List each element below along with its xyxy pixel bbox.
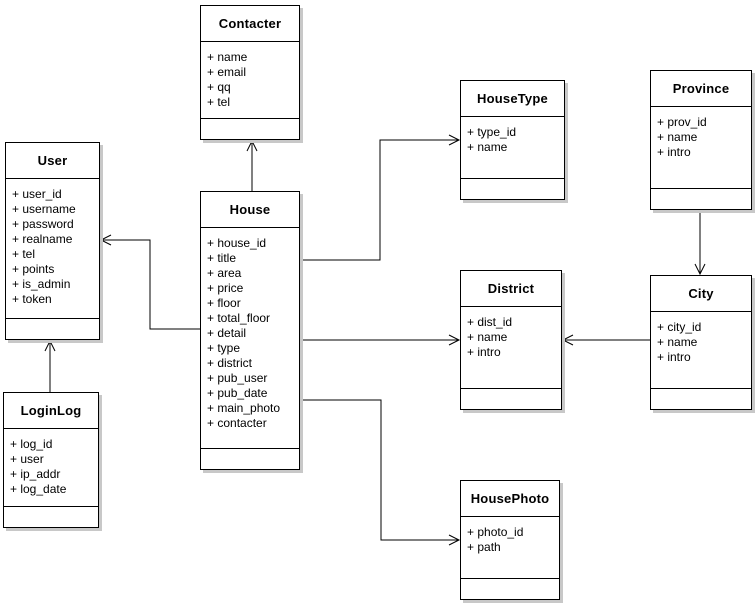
class-attribute: + tel — [12, 247, 36, 261]
attributes-compartment: + type_id+ name — [461, 117, 564, 178]
class-attribute: + contacter — [207, 416, 267, 430]
class-attribute: + floor — [207, 296, 241, 310]
operations-compartment-empty — [4, 506, 98, 527]
operations-compartment-empty — [201, 118, 299, 139]
class-name-housephoto: HousePhoto — [461, 481, 559, 517]
class-name-contacter: Contacter — [201, 6, 299, 42]
class-attribute: + ip_addr — [10, 467, 61, 481]
class-box-contacter: Contacter+ name+ email+ qq+ tel — [200, 5, 300, 140]
attributes-compartment: + user_id+ username+ password+ realname+… — [6, 179, 99, 318]
operations-compartment-empty — [651, 388, 751, 409]
class-attribute: + total_floor — [207, 311, 271, 325]
class-attribute: + name — [657, 335, 698, 349]
class-attribute: + pub_date — [207, 386, 268, 400]
attributes-compartment: + city_id+ name+ intro — [651, 312, 751, 388]
class-attribute: + email — [207, 65, 247, 79]
class-name-province: Province — [651, 71, 751, 107]
class-attribute: + points — [12, 262, 55, 276]
class-attribute: + log_id — [10, 437, 53, 451]
class-attribute: + dist_id — [467, 315, 513, 329]
class-attribute: + log_date — [10, 482, 67, 496]
class-attribute: + main_photo — [207, 401, 281, 415]
class-attribute: + intro — [657, 350, 691, 364]
association-house-to-housephoto — [300, 399, 461, 546]
class-attribute: + user — [10, 452, 44, 466]
class-attribute: + house_id — [207, 236, 267, 250]
class-attribute: + name — [467, 140, 508, 154]
class-attribute: + photo_id — [467, 525, 524, 539]
class-attribute: + tel — [207, 95, 231, 109]
attributes-compartment: + log_id+ user+ ip_addr+ log_date — [4, 429, 98, 506]
class-attribute: + intro — [467, 345, 501, 359]
class-attribute: + name — [467, 330, 508, 344]
class-name-housetype: HouseType — [461, 81, 564, 117]
class-attribute: + is_admin — [12, 277, 71, 291]
association-house-to-housetype — [300, 134, 461, 261]
class-attribute: + prov_id — [657, 115, 707, 129]
operations-compartment-empty — [461, 578, 559, 599]
operations-compartment-empty — [461, 178, 564, 199]
operations-compartment-empty — [461, 388, 561, 409]
class-box-province: Province+ prov_id+ name+ intro — [650, 70, 752, 210]
class-box-house: House+ house_id+ title+ area+ price+ flo… — [200, 191, 300, 470]
class-box-loginlog: LoginLog+ log_id+ user+ ip_addr+ log_dat… — [3, 392, 99, 528]
class-attribute: + qq — [207, 80, 231, 94]
class-name-house: House — [201, 192, 299, 228]
class-attribute: + password — [12, 217, 74, 231]
operations-compartment-empty — [201, 448, 299, 469]
class-attribute: + username — [12, 202, 76, 216]
class-attribute: + type — [207, 341, 241, 355]
operations-compartment-empty — [6, 318, 99, 339]
class-attribute: + token — [12, 292, 52, 306]
attributes-compartment: + house_id+ title+ area+ price+ floor+ t… — [201, 228, 299, 448]
class-name-user: User — [6, 143, 99, 179]
class-attribute: + city_id — [657, 320, 702, 334]
class-attribute: + district — [207, 356, 253, 370]
attributes-compartment: + name+ email+ qq+ tel — [201, 42, 299, 118]
class-box-housetype: HouseType+ type_id+ name — [460, 80, 565, 200]
attributes-compartment: + photo_id+ path — [461, 517, 559, 578]
class-attribute: + user_id — [12, 187, 62, 201]
class-attribute: + pub_user — [207, 371, 268, 385]
class-attribute: + name — [207, 50, 248, 64]
class-name-city: City — [651, 276, 751, 312]
attributes-compartment: + dist_id+ name+ intro — [461, 307, 561, 388]
class-attribute: + path — [467, 540, 501, 554]
operations-compartment-empty — [651, 188, 751, 209]
class-attribute: + detail — [207, 326, 247, 340]
class-attribute: + intro — [657, 145, 691, 159]
class-box-district: District+ dist_id+ name+ intro — [460, 270, 562, 410]
class-attribute: + type_id — [467, 125, 517, 139]
class-attribute: + area — [207, 266, 242, 280]
class-attribute: + title — [207, 251, 237, 265]
association-house-to-user — [99, 234, 200, 330]
class-box-city: City+ city_id+ name+ intro — [650, 275, 752, 410]
class-box-housephoto: HousePhoto+ photo_id+ path — [460, 480, 560, 600]
class-name-loginlog: LoginLog — [4, 393, 98, 429]
attributes-compartment: + prov_id+ name+ intro — [651, 107, 751, 188]
class-attribute: + name — [657, 130, 698, 144]
class-attribute: + price — [207, 281, 244, 295]
class-name-district: District — [461, 271, 561, 307]
class-attribute: + realname — [12, 232, 73, 246]
class-box-user: User+ user_id+ username+ password+ realn… — [5, 142, 100, 340]
